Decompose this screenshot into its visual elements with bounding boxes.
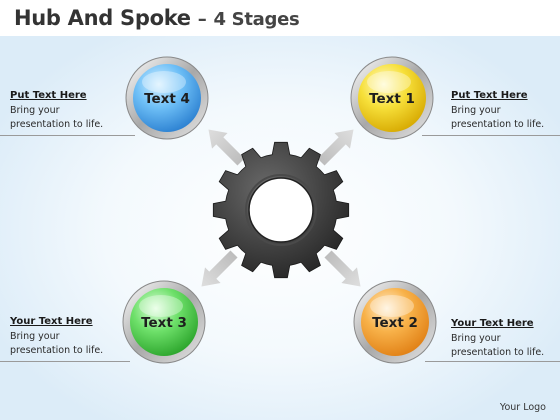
slide-title: Hub And Spoke – 4 Stages [14, 6, 300, 30]
note-top-left: Put Text Here Bring your presentation to… [10, 89, 150, 132]
note-body: Bring your presentation to life. [451, 333, 545, 358]
note-top-right: Put Text Here Bring your presentation to… [451, 89, 560, 132]
note-bottom-left: Your Text Here Bring your presentation t… [10, 315, 150, 358]
title-dash: – [197, 9, 207, 30]
arrow-to-stage-3 [201, 250, 238, 287]
note-body: Bring your presentation to life. [451, 105, 545, 130]
title-subtitle: 4 Stages [213, 9, 300, 30]
stage-1-orb[interactable]: Text 1 [350, 56, 434, 140]
arrow-to-stage-1 [317, 129, 354, 166]
stage-4-orb[interactable]: Text 4 [125, 56, 209, 140]
stage-2-orb[interactable]: Text 2 [353, 280, 437, 364]
note-heading: Your Text Here [451, 318, 534, 329]
note-heading: Put Text Here [451, 90, 528, 101]
stage-4-label: Text 4 [144, 91, 190, 107]
divider-top-right [422, 135, 560, 136]
note-bottom-right: Your Text Here Bring your presentation t… [451, 317, 560, 360]
stage-3-label: Text 3 [141, 315, 187, 331]
stage-3-orb[interactable]: Text 3 [122, 280, 206, 364]
gear-icon [212, 141, 350, 279]
divider-bottom-left [0, 361, 130, 362]
note-heading: Your Text Here [10, 316, 93, 327]
divider-top-left [0, 135, 135, 136]
title-band [0, 0, 560, 36]
divider-bottom-right [425, 361, 560, 362]
title-main: Hub And Spoke [14, 6, 191, 30]
stage-2-label: Text 2 [372, 315, 418, 331]
arrow-to-stage-4 [208, 129, 245, 166]
arrow-to-stage-2 [324, 250, 361, 287]
stage-1-label: Text 1 [369, 91, 415, 107]
note-heading: Put Text Here [10, 90, 87, 101]
logo-placeholder: Your Logo [499, 402, 546, 413]
note-body: Bring your presentation to life. [10, 331, 104, 356]
note-body: Bring your presentation to life. [10, 105, 104, 130]
